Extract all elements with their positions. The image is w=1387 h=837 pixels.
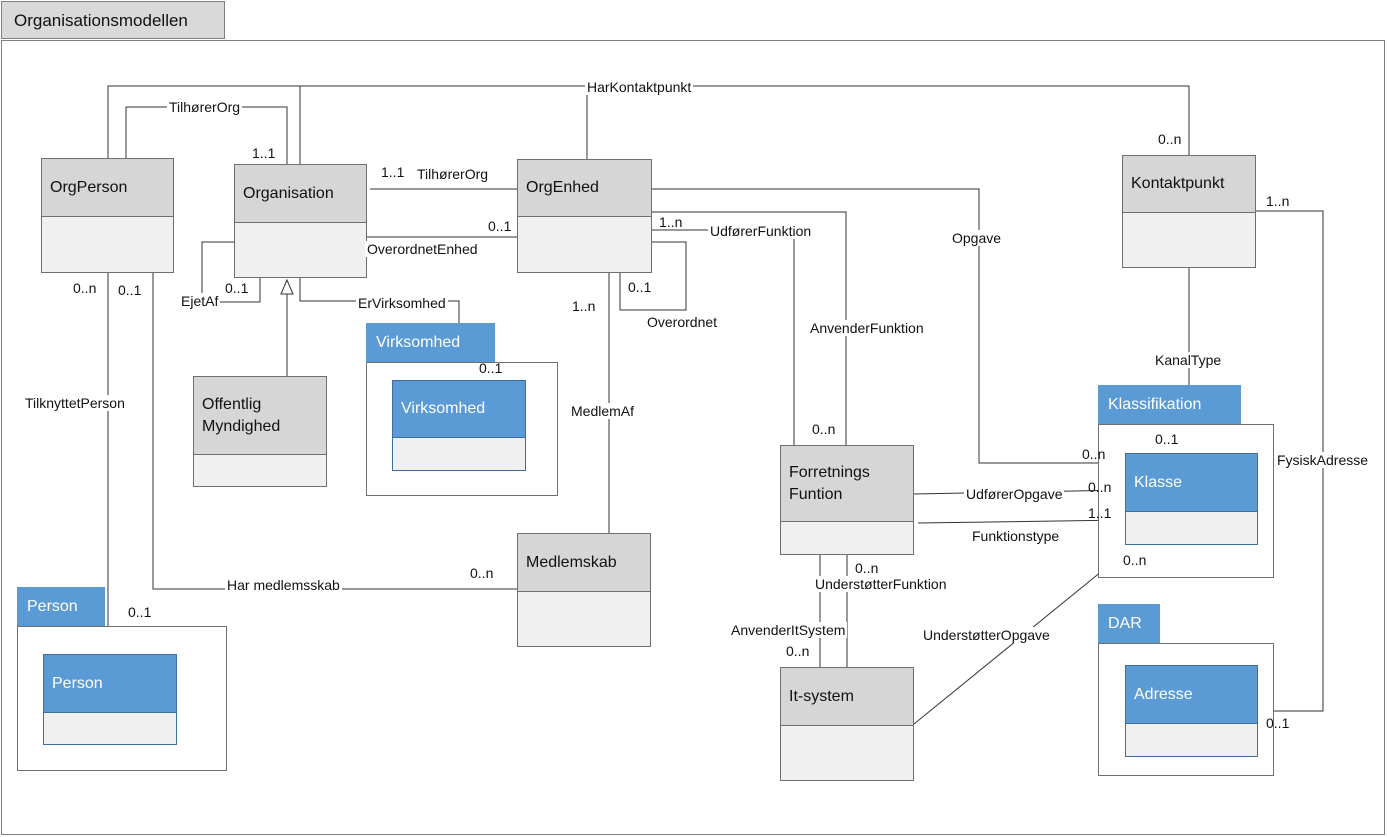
mult-klasse-0n-mid: 0..n xyxy=(1088,479,1112,495)
package-tab-dar[interactable]: DAR xyxy=(1098,604,1160,644)
mult-klasse-0n-top: 0..n xyxy=(1082,446,1106,462)
label-anvenderfunktion: AnvenderFunktion xyxy=(808,320,926,336)
diagram-frame xyxy=(1,40,1385,835)
class-virksomhed-name: Virksomhed xyxy=(393,381,525,438)
class-medlemskab-name: Medlemskab xyxy=(518,534,650,592)
label-ejetaf: EjetAf xyxy=(179,293,221,309)
label-overordnetenhed: OverordnetEnhed xyxy=(365,241,480,257)
mult-orgenhed-1n: 1..n xyxy=(659,214,683,230)
label-harkontaktpunkt: HarKontaktpunkt xyxy=(585,79,694,95)
class-offentlig-myndighed[interactable]: Offentlig Myndighed xyxy=(193,376,327,487)
class-virksomhed[interactable]: Virksomhed xyxy=(392,380,526,471)
class-forretningsfunktion[interactable]: Forretnings Funtion xyxy=(780,445,914,555)
label-tilknyttetperson: TilknyttetPerson xyxy=(23,395,127,411)
mult-org-tilhoererorg: 1..1 xyxy=(252,145,276,161)
label-medlemaf: MedlemAf xyxy=(569,403,637,419)
mult-medlemskab-0n: 0..n xyxy=(470,565,494,581)
class-person[interactable]: Person xyxy=(43,654,177,745)
line-anvenderfunktion xyxy=(652,211,847,445)
class-medlemskab[interactable]: Medlemskab xyxy=(517,533,651,647)
mult-adresse-01: 0..1 xyxy=(1266,715,1290,731)
mult-understoetter-0n: 0..n xyxy=(855,560,879,576)
line-harmedlemsskab xyxy=(152,273,517,590)
class-it-system[interactable]: It-system xyxy=(780,667,914,781)
mult-org-orgenhed-11: 1..1 xyxy=(381,164,405,180)
mult-orgenhed-overordnet-01: 0..1 xyxy=(628,279,652,295)
class-klasse[interactable]: Klasse xyxy=(1125,453,1258,545)
package-tab-klassifikation[interactable]: Klassifikation xyxy=(1098,385,1241,425)
generalization-arrow xyxy=(280,278,294,295)
class-kontaktpunkt-name: Kontaktpunkt xyxy=(1123,156,1255,213)
label-harmedlemsskab: Har medlemsskab xyxy=(225,577,342,593)
label-funktionstype: Funktionstype xyxy=(970,528,1062,544)
mult-klasse-11: 1..1 xyxy=(1088,505,1112,521)
mult-itsystem-0n: 0..n xyxy=(786,643,810,659)
line-opgave xyxy=(652,188,1125,464)
class-adresse-name: Adresse xyxy=(1126,666,1257,724)
package-tab-virksomhed[interactable]: Virksomhed xyxy=(366,323,495,363)
package-tab-person[interactable]: Person xyxy=(17,587,105,627)
label-overordnet: Overordnet xyxy=(645,314,720,330)
label-understoetterfunktion: UnderstøtterFunktion xyxy=(813,576,949,592)
class-offentlig-myndighed-line1: Offentlig xyxy=(202,395,262,413)
label-ervirksomhed: ErVirksomhed xyxy=(356,295,448,311)
label-opgave: Opgave xyxy=(950,230,1004,246)
mult-person-01: 0..1 xyxy=(128,604,152,620)
label-anvenderitsystem: AnvenderItSystem xyxy=(729,622,848,638)
class-person-name: Person xyxy=(44,655,176,713)
class-orgenhed[interactable]: OrgEnhed xyxy=(517,159,652,273)
label-udfoereropgave: UdførerOpgave xyxy=(964,486,1065,502)
class-forretningsfunktion-name: Forretnings Funtion xyxy=(781,446,913,522)
class-offentlig-myndighed-name: Offentlig Myndighed xyxy=(194,377,326,455)
mult-ejetaf-01: 0..1 xyxy=(225,280,249,296)
line-funktionstype xyxy=(917,519,1126,524)
class-orgperson[interactable]: OrgPerson xyxy=(41,158,174,273)
diagram-title-tab[interactable]: Organisationsmodellen xyxy=(1,1,225,39)
class-adresse[interactable]: Adresse xyxy=(1125,665,1258,757)
mult-orgperson-0n: 0..n xyxy=(73,280,97,296)
mult-orgperson-01: 0..1 xyxy=(118,282,142,298)
class-forretningsfunktion-line1: Forretnings xyxy=(789,463,870,481)
label-udfoererfunktion: UdførerFunktion xyxy=(708,223,814,239)
class-orgperson-name: OrgPerson xyxy=(42,159,173,217)
class-kontaktpunkt[interactable]: Kontaktpunkt xyxy=(1122,155,1256,268)
label-tilhoererorg-1: TilhørerOrg xyxy=(167,99,243,115)
class-it-system-name: It-system xyxy=(781,668,913,726)
mult-kontakt-0n: 0..n xyxy=(1158,131,1182,147)
class-orgenhed-name: OrgEnhed xyxy=(518,160,651,217)
mult-klasse-0n-bottom: 0..n xyxy=(1123,552,1147,568)
mult-klasse-01-top: 0..1 xyxy=(1155,431,1179,447)
mult-medlem-1n: 1..n xyxy=(572,298,596,314)
class-klasse-name: Klasse xyxy=(1126,454,1257,512)
mult-kontakt-1n: 1..n xyxy=(1266,193,1290,209)
mult-orgenhed-01: 0..1 xyxy=(488,218,512,234)
class-organisation[interactable]: Organisation xyxy=(234,164,367,278)
mult-forretning-0n: 0..n xyxy=(812,421,836,437)
class-organisation-name: Organisation xyxy=(235,165,366,223)
line-udfoererfunktion xyxy=(652,229,795,445)
mult-virksomhed-01: 0..1 xyxy=(479,360,503,376)
line-overordnet xyxy=(619,241,687,311)
label-understoetteropgave: UnderstøtterOpgave xyxy=(921,627,1052,643)
label-fysiskadresse: FysiskAdresse xyxy=(1275,452,1371,468)
class-offentlig-myndighed-line2: Myndighed xyxy=(202,417,281,435)
class-forretningsfunktion-line2: Funtion xyxy=(789,485,843,503)
label-tilhoererorg-2: TilhørerOrg xyxy=(415,166,491,182)
label-kanaltype: KanalType xyxy=(1153,352,1224,368)
